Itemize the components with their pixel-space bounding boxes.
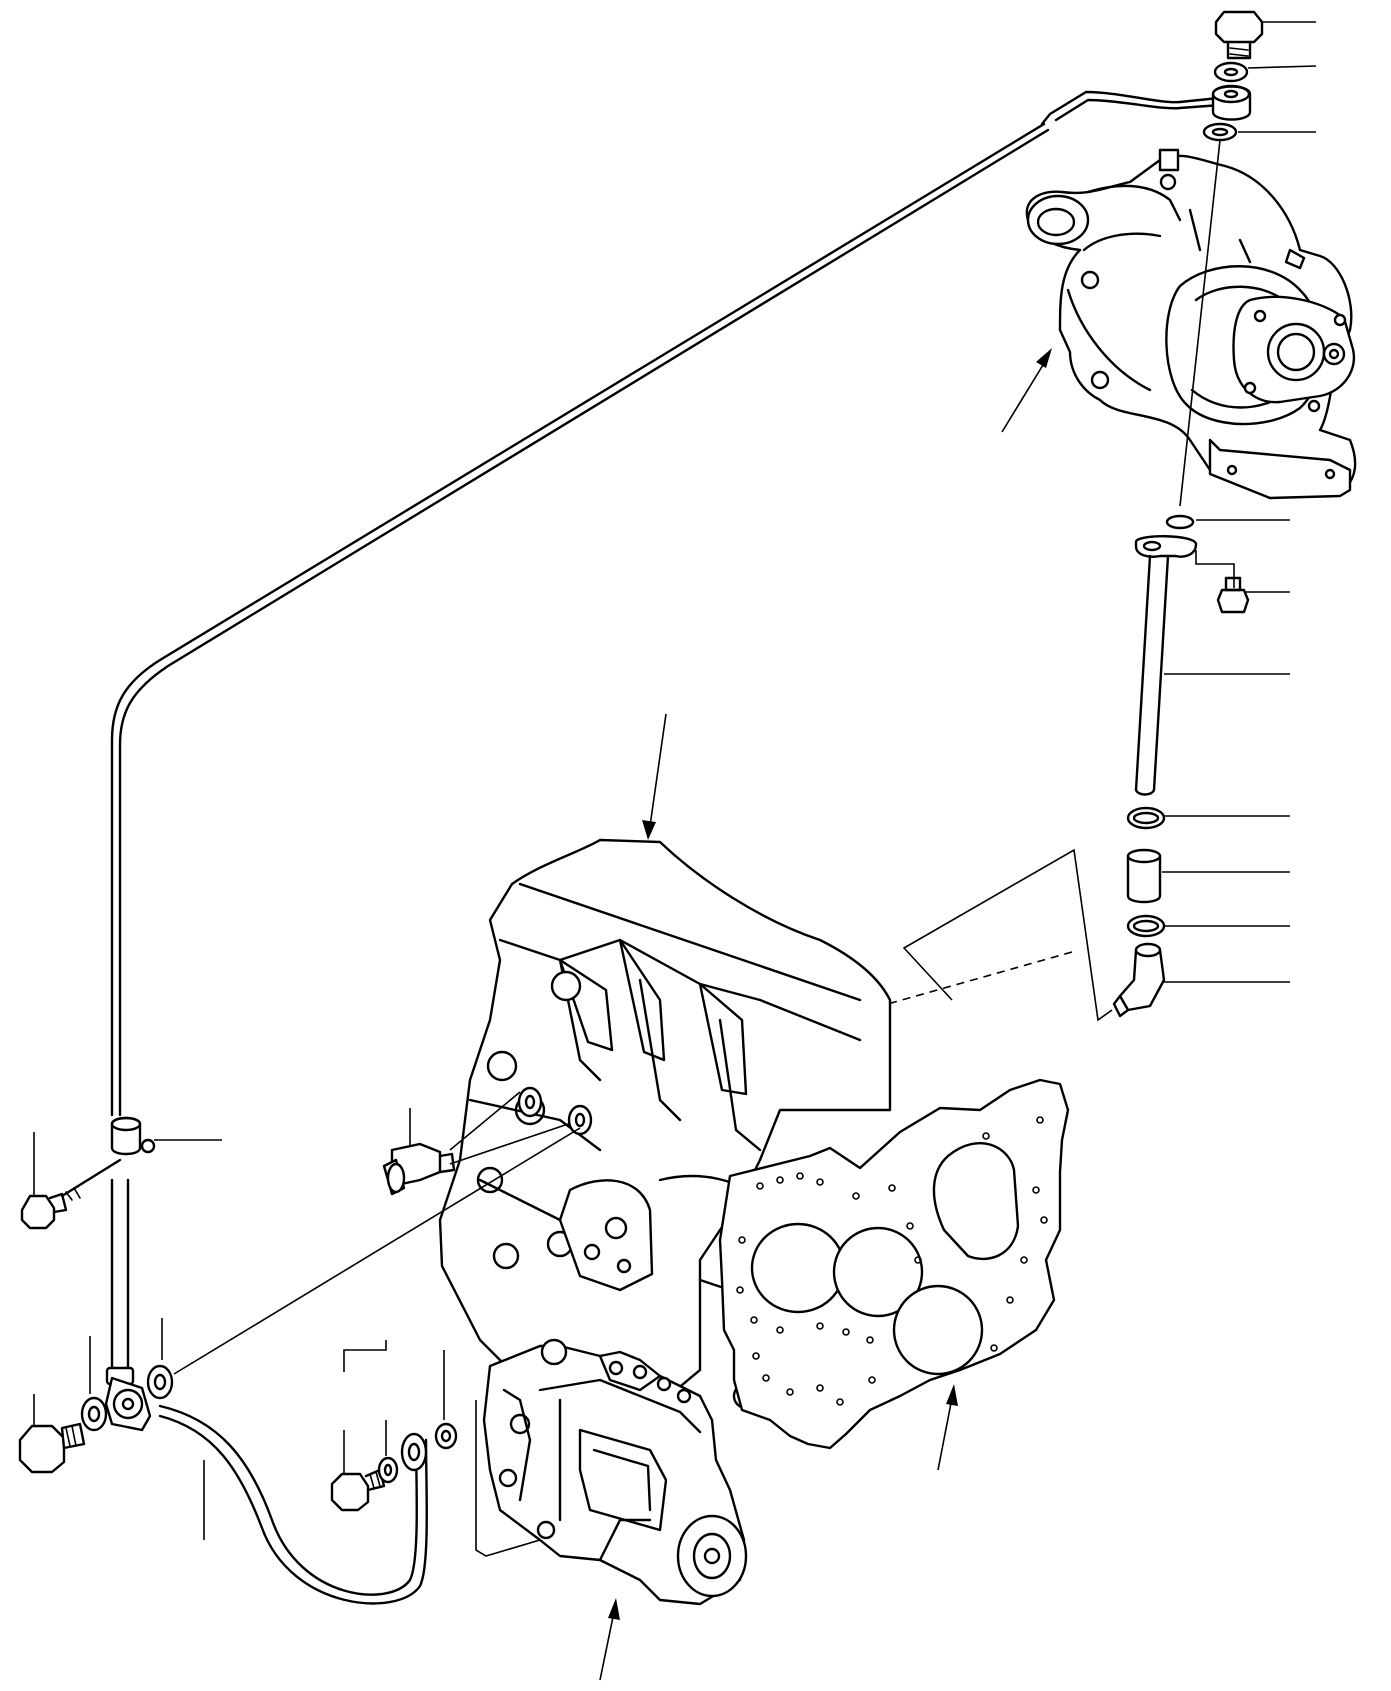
rubber-hose <box>1126 848 1290 904</box>
washer <box>567 1104 593 1136</box>
turbocharger <box>1025 148 1357 500</box>
flange-bolt <box>20 1132 122 1230</box>
washer <box>377 1420 399 1484</box>
banjo-bolt <box>18 1394 86 1474</box>
flange-bolt <box>1195 550 1290 614</box>
banjo-bolt <box>1214 10 1316 60</box>
injection-pump-arrow <box>599 1598 620 1681</box>
front-plate-arrow <box>937 1384 958 1471</box>
oil-pressure-switch <box>382 1091 581 1196</box>
eye-fitting <box>400 1432 428 1472</box>
gasket <box>1165 514 1290 530</box>
injection-pump <box>482 1338 748 1606</box>
flange-bolt <box>330 1340 387 1512</box>
eye-fitting <box>1211 84 1252 121</box>
cylinder-block <box>438 838 892 1422</box>
washer <box>80 1336 108 1432</box>
pipe-leader <box>1179 139 1221 507</box>
oil-feed-pipe <box>105 90 1240 1605</box>
washer <box>434 1350 458 1450</box>
washer <box>517 1086 543 1118</box>
eye-fitting <box>104 1376 152 1432</box>
washer <box>146 1127 581 1400</box>
turbocharger-arrow <box>1001 348 1052 433</box>
hose-clamp <box>1126 914 1290 938</box>
pump-leader <box>475 1400 541 1557</box>
front-plate <box>718 1078 1070 1450</box>
oil-return-pipe <box>1134 535 1290 796</box>
elbow-fitting <box>902 848 1290 1022</box>
hose-clamp <box>1126 806 1290 830</box>
cylinder-block-arrow <box>642 713 667 840</box>
gasket <box>1202 122 1316 142</box>
washer <box>1213 61 1317 83</box>
pipe-clamp <box>110 1116 222 1156</box>
